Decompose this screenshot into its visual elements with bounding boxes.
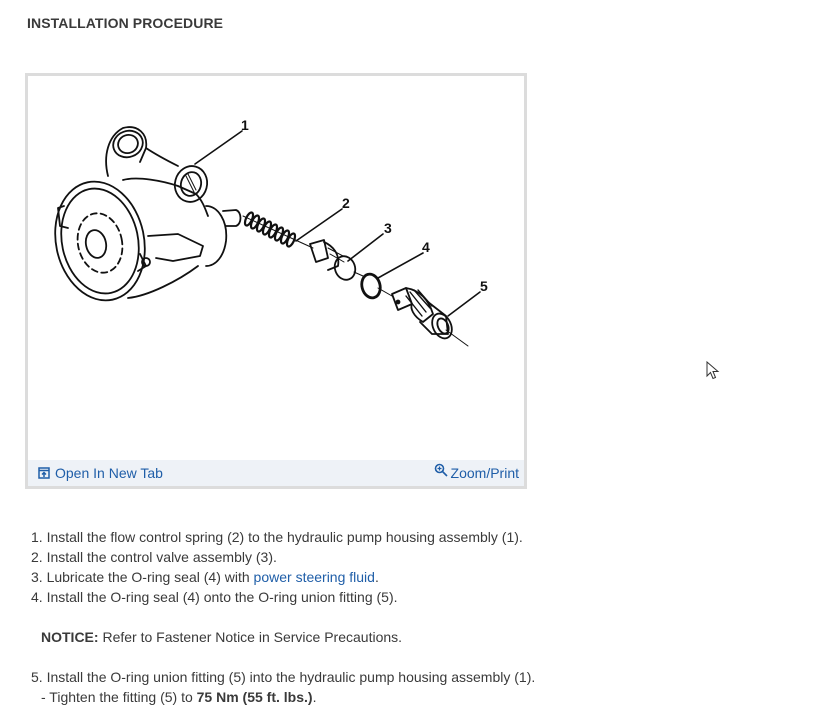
o-ring-drawing xyxy=(360,272,393,300)
union-fitting-drawing xyxy=(391,287,469,347)
power-steering-pump-exploded-diagram[interactable]: 1 2 3 4 5 xyxy=(28,76,524,460)
pump-housing-drawing xyxy=(54,126,242,302)
step-3-text: 3. Lubricate the O-ring seal (4) with xyxy=(31,569,254,585)
open-in-new-tab-link[interactable]: Open In New Tab xyxy=(38,465,163,481)
step-3-suffix: . xyxy=(374,569,379,585)
flow-control-spring-drawing xyxy=(242,211,303,248)
step-3: 3. Lubricate the O-ring seal (4) with po… xyxy=(31,567,591,587)
illustration-figure: 1 2 3 4 5 Open In New Tab Zoom/Print xyxy=(25,73,527,489)
notice: NOTICE: Refer to Fastener Notice in Serv… xyxy=(41,627,591,647)
mouse-cursor-icon xyxy=(706,361,720,380)
power-steering-fluid-link[interactable]: power steering fluid xyxy=(253,569,375,585)
procedure-steps: 1. Install the flow control spring (2) t… xyxy=(31,527,591,707)
substep-suffix: . xyxy=(312,689,317,705)
step-4: 4. Install the O-ring seal (4) onto the … xyxy=(31,589,398,605)
open-in-new-tab-label: Open In New Tab xyxy=(55,465,163,481)
control-valve-drawing xyxy=(301,239,364,281)
callout-4: 4 xyxy=(422,239,430,255)
callout-2: 2 xyxy=(342,195,350,211)
step-2: 2. Install the control valve assembly (3… xyxy=(31,549,277,565)
step-5: 5. Install the O-ring union fitting (5) … xyxy=(31,669,536,685)
callout-1: 1 xyxy=(241,117,249,133)
substep-text: - Tighten the fitting (5) to xyxy=(41,689,197,705)
notice-text: Refer to Fastener Notice in Service Prec… xyxy=(98,629,403,645)
callout-5: 5 xyxy=(480,278,488,294)
zoom-print-label: Zoom/Print xyxy=(450,465,519,481)
open-in-new-tab-icon xyxy=(38,467,50,479)
figure-footer-bar: Open In New Tab Zoom/Print xyxy=(28,460,524,486)
step-1: 1. Install the flow control spring (2) t… xyxy=(31,529,523,545)
callout-3: 3 xyxy=(384,220,392,236)
section-heading: INSTALLATION PROCEDURE xyxy=(27,15,224,31)
notice-label: NOTICE: xyxy=(41,629,99,645)
torque-spec: 75 Nm (55 ft. lbs.) xyxy=(196,689,313,705)
step-5-substep: - Tighten the fitting (5) to 75 Nm (55 f… xyxy=(41,687,591,707)
zoom-print-link[interactable]: Zoom/Print xyxy=(434,463,519,481)
callout-leader-lines xyxy=(194,130,481,317)
zoom-in-magnifier-icon xyxy=(434,463,448,477)
